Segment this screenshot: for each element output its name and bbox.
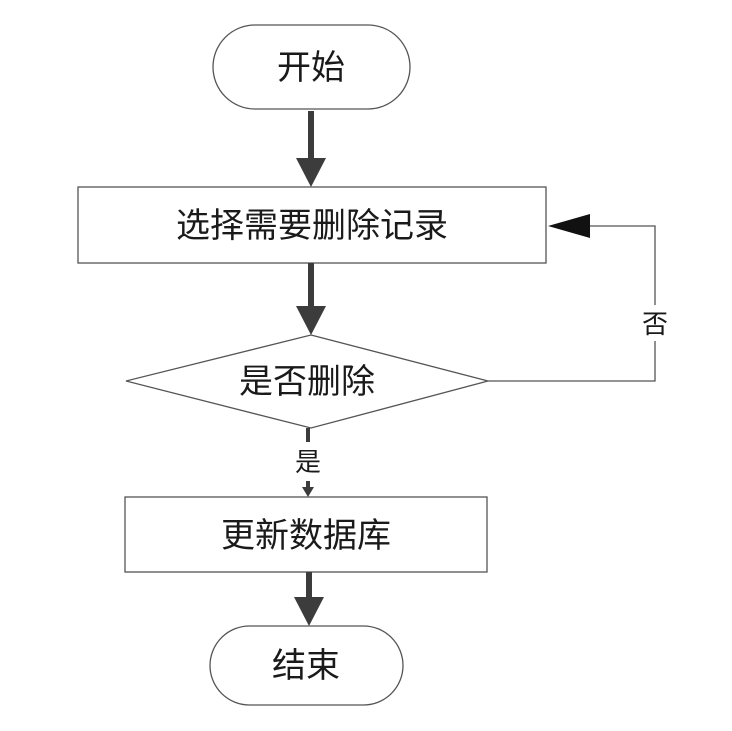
no-label: 否 [642,310,668,340]
start-node: 开始 [212,24,411,110]
arrow-update-to-end [294,572,324,626]
decision-label: 是否删除 [239,362,375,402]
yes-path: 是 [295,428,321,497]
update-database-node: 更新数据库 [124,496,488,573]
select-records-node: 选择需要删除记录 [77,186,547,264]
yes-label: 是 [295,448,321,478]
arrow-select-to-decision [296,263,326,335]
start-node-label: 开始 [277,48,345,88]
end-node: 结束 [209,625,404,706]
end-node-label: 结束 [272,646,340,686]
loop-no-path: 否 [488,214,678,382]
update-database-label: 更新数据库 [221,516,391,556]
decision-node: 是否删除 [125,334,491,429]
arrow-start-to-select [296,111,326,187]
select-records-label: 选择需要删除记录 [176,206,448,246]
